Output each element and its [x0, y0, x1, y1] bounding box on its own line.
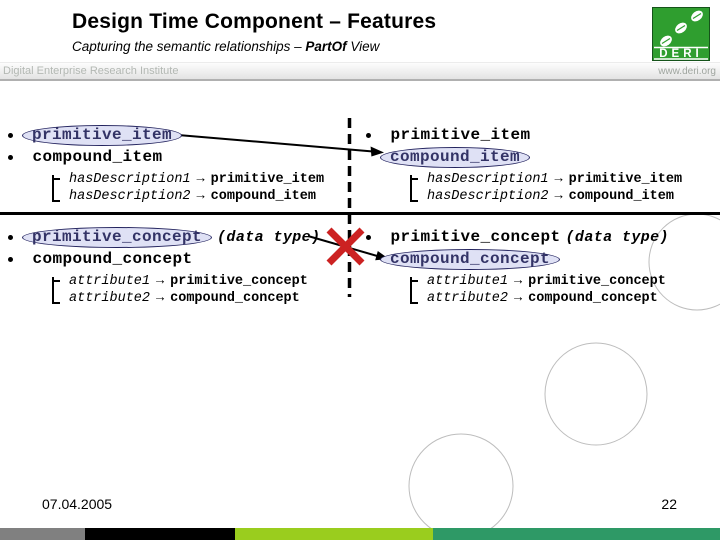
page-number: 22	[661, 496, 677, 512]
maps-to-arrow: →	[196, 189, 205, 204]
deri-logo: DERI	[652, 7, 710, 61]
bar-segment-gray	[0, 528, 85, 540]
maps-to-arrow: →	[196, 172, 205, 187]
oval-primitive-item: primitive_item	[22, 124, 183, 146]
oval-compound-item: compound_item	[380, 146, 531, 168]
list-item: compound_concept	[8, 248, 320, 270]
list-item: primitive_concept (data type)	[366, 226, 669, 248]
subtitle-prefix: Capturing the semantic relationships –	[72, 39, 306, 54]
property-line: attribute2→compound_concept	[427, 291, 658, 306]
bracket-glyph	[410, 277, 420, 304]
rejection-x-icon	[326, 227, 365, 266]
maps-to-arrow: →	[514, 274, 523, 289]
decorative-circle	[408, 433, 514, 539]
list-item: compound_concept	[366, 248, 669, 270]
property-line: hasDescription2→compound_item	[69, 189, 316, 204]
property-line: attribute2→compound_concept	[69, 291, 300, 306]
page-title: Design Time Component – Features	[72, 10, 437, 33]
oval-compound-concept: compound_concept	[380, 248, 561, 270]
property-line: hasDescription1→primitive_item	[427, 172, 683, 187]
list-item: compound_item	[366, 146, 682, 168]
bullet-icon	[8, 154, 13, 160]
bullet-icon	[366, 234, 371, 240]
sub-properties: attribute1→primitive_concept attribute2→…	[52, 273, 320, 307]
maps-to-arrow: →	[156, 274, 165, 289]
institute-name: Digital Enterprise Research Institute	[3, 65, 179, 77]
property-line: hasDescription1→primitive_item	[69, 172, 325, 187]
page-subtitle: Capturing the semantic relationships – P…	[72, 39, 379, 54]
bar-segment-lime	[235, 528, 433, 540]
institute-band: Digital Enterprise Research Institute ww…	[0, 62, 720, 81]
sub-properties: attribute1→primitive_concept attribute2→…	[410, 273, 669, 307]
maps-to-arrow: →	[514, 291, 523, 306]
list-block-concepts-left: primitive_concept (data type) compound_c…	[8, 226, 320, 307]
list-block-items-left: primitive_item compound_item hasDescript…	[8, 124, 324, 205]
bar-segment-black	[85, 528, 235, 540]
slide-date: 07.04.2005	[42, 496, 113, 512]
maps-to-arrow: →	[554, 172, 563, 187]
subtitle-emphasis: PartOf	[305, 39, 347, 54]
maps-to-arrow: →	[554, 189, 563, 204]
subtitle-suffix: View	[346, 39, 380, 54]
data-type-note: (data type)	[217, 228, 321, 246]
list-item: primitive_concept (data type)	[8, 226, 320, 248]
sub-properties: hasDescription1→primitive_item hasDescri…	[410, 171, 682, 205]
website-url: www.deri.org	[658, 66, 716, 77]
maps-to-arrow: →	[156, 291, 165, 306]
data-type-note: (data type)	[565, 228, 669, 246]
property-line: attribute1→primitive_concept	[69, 274, 308, 289]
coffee-beans-icon	[660, 10, 703, 47]
bullet-icon	[8, 132, 13, 138]
list-item: compound_item	[8, 146, 324, 168]
property-line: hasDescription2→compound_item	[427, 189, 674, 204]
bullet-icon	[8, 256, 13, 262]
property-line: attribute1→primitive_concept	[427, 274, 666, 289]
bracket-glyph	[52, 175, 62, 202]
bullet-icon	[366, 132, 371, 138]
bottom-color-bar	[0, 528, 720, 540]
list-block-items-right: primitive_item compound_item hasDescript…	[366, 124, 682, 205]
bracket-glyph	[410, 175, 420, 202]
decorative-circle	[544, 342, 648, 446]
sub-properties: hasDescription1→primitive_item hasDescri…	[52, 171, 324, 205]
oval-primitive-concept: primitive_concept	[22, 226, 213, 248]
list-item: primitive_item	[8, 124, 324, 146]
bullet-icon	[8, 234, 13, 240]
bar-segment-teal	[433, 528, 720, 540]
list-item: primitive_item	[366, 124, 682, 146]
bracket-glyph	[52, 277, 62, 304]
logo-wordmark: DERI	[659, 48, 702, 60]
list-block-concepts-right: primitive_concept (data type) compound_c…	[366, 226, 669, 307]
